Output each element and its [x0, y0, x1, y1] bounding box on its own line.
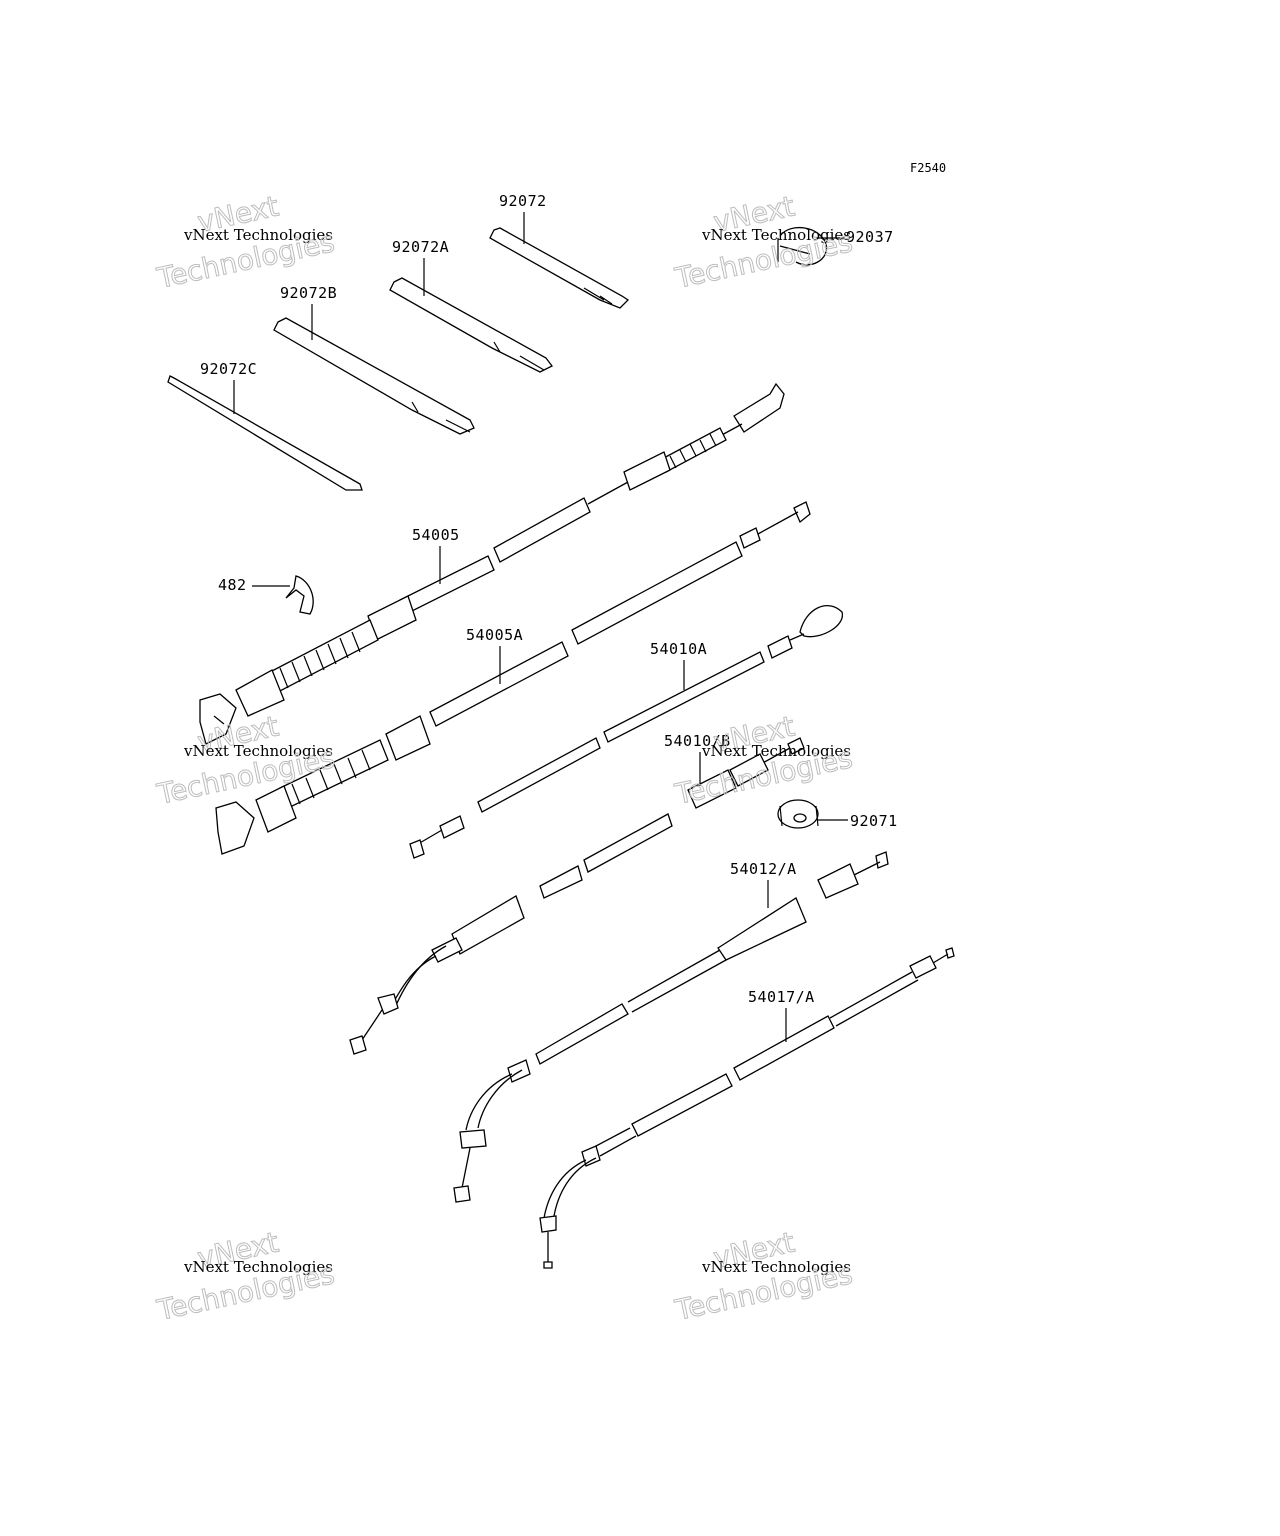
callout-54017A: 54017/A: [748, 988, 815, 1042]
callout-label: 92037: [846, 228, 894, 246]
cable-tie-92072: [489, 227, 630, 309]
callout-92037: 92037: [816, 228, 894, 246]
cable-tie-92072C: [167, 375, 363, 491]
callout-label: 92071: [850, 812, 898, 830]
callout-92072A: 92072A: [392, 238, 449, 296]
watermark-top-left: vNext vNext Technologies Technologies: [153, 189, 338, 295]
figure-code: F2540: [910, 161, 946, 175]
cable-54012A: [453, 851, 889, 1203]
callout-54012A: 54012/A: [730, 860, 797, 908]
callout-482: 482: [218, 576, 290, 594]
callout-label: 54010/B: [664, 732, 731, 750]
cable-tie-92072B: [273, 317, 475, 435]
watermark-text: vNext Technologies: [701, 742, 851, 760]
clamp-92037: [777, 226, 828, 266]
cable-54010B: [349, 737, 805, 1055]
watermark-top-right: vNext vNext Technologies Technologies: [671, 189, 856, 295]
watermark-text: vNext Technologies: [701, 1258, 851, 1276]
callout-label: 92072B: [280, 284, 337, 302]
watermark-text: vNext Technologies: [183, 742, 333, 760]
callout-label: 482: [218, 576, 247, 594]
callout-54010B: 54010/B: [664, 732, 731, 786]
callout-label: 92072A: [392, 238, 449, 256]
callout-92071: 92071: [818, 812, 898, 830]
watermark-bottom-right: vNext vNext Technologies Technologies: [671, 1225, 856, 1327]
clip-482: [285, 575, 314, 615]
cable-54005: [199, 382, 785, 745]
cable-54017A: [539, 947, 955, 1269]
grommet-92071: [777, 799, 819, 829]
callout-54005A: 54005A: [466, 626, 523, 684]
watermark-text: vNext Technologies: [701, 226, 851, 244]
watermark-mid-right: vNext vNext Technologies Technologies: [671, 709, 856, 811]
cable-54005A: [215, 501, 811, 855]
callout-92072C: 92072C: [200, 360, 257, 414]
watermark-bottom-left: vNext vNext Technologies Technologies: [153, 1225, 338, 1327]
callout-label: 54005A: [466, 626, 523, 644]
callout-label: 92072: [499, 192, 547, 210]
callout-label: 92072C: [200, 360, 257, 378]
callout-92072B: 92072B: [280, 284, 337, 340]
watermark-text: vNext Technologies: [183, 1258, 333, 1276]
callout-label: 54017/A: [748, 988, 815, 1006]
cable-tie-92072A: [389, 277, 553, 373]
callout-54010A: 54010A: [650, 640, 707, 690]
callout-92072: 92072: [499, 192, 547, 244]
cable-54010A: [409, 604, 843, 859]
callout-label: 54005: [412, 526, 460, 544]
callout-label: 54012/A: [730, 860, 797, 878]
watermark-text: vNext Technologies: [183, 226, 333, 244]
callout-label: 54010A: [650, 640, 707, 658]
callout-54005: 54005: [412, 526, 460, 584]
